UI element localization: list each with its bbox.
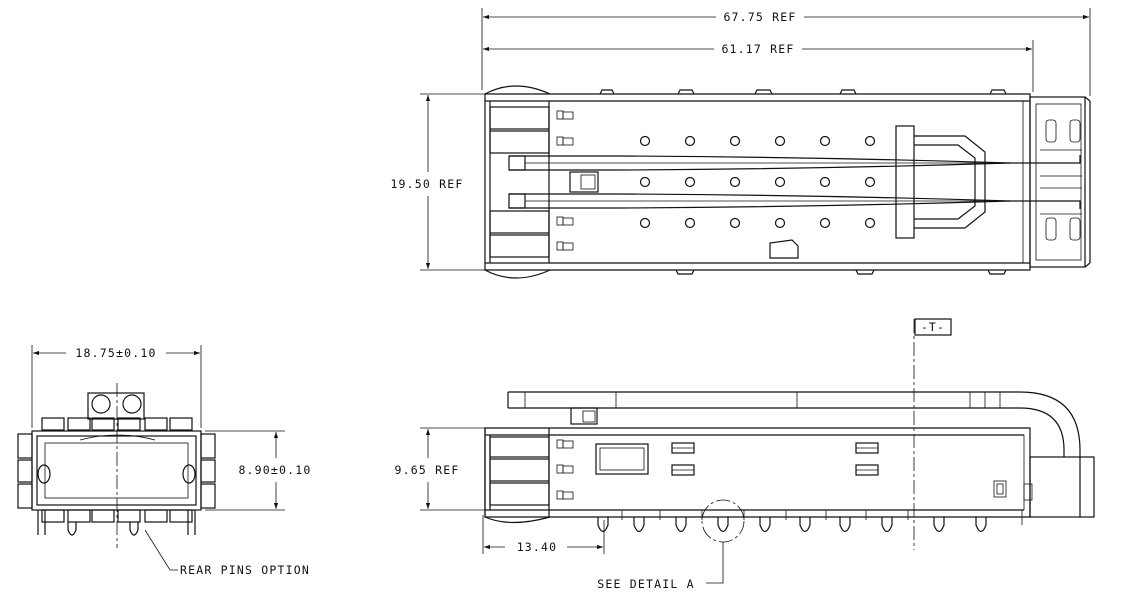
top-height-label: 19.50 REF [390, 177, 463, 191]
rear-pins-leader: REAR PINS OPTION [144, 529, 310, 577]
end-width-dimension: 18.75±0.10 [33, 346, 200, 360]
end-height-dimension: 8.90±0.10 [238, 432, 311, 509]
datum-t-label: -T- [921, 320, 945, 334]
side-height-label: 9.65 REF [395, 463, 460, 477]
top-view: 67.75 REF 61.17 REF 19.50 REF [390, 8, 1091, 279]
pin-offset-label: 13.40 [517, 540, 558, 554]
end-height-label: 8.90±0.10 [238, 463, 311, 477]
detail-a-callout: SEE DETAIL A [597, 499, 745, 591]
overall-length-dimension: 67.75 REF [483, 10, 1089, 24]
body-length-label: 61.17 REF [721, 42, 794, 56]
overall-length-label: 67.75 REF [723, 10, 796, 24]
end-width-label: 18.75±0.10 [75, 346, 156, 360]
rear-pins-label: REAR PINS OPTION [180, 563, 310, 577]
pin-offset-dimension: 13.40 [484, 540, 603, 554]
side-view: 9.65 REF 13.40 -T- [395, 318, 1095, 591]
end-view: 18.75±0.10 8.90±0.10 [17, 345, 311, 577]
body-length-dimension: 61.17 REF [483, 42, 1032, 56]
top-height-dimension: 19.50 REF [390, 95, 463, 269]
detail-a-label: SEE DETAIL A [597, 577, 694, 591]
side-height-dimension: 9.65 REF [395, 429, 460, 509]
